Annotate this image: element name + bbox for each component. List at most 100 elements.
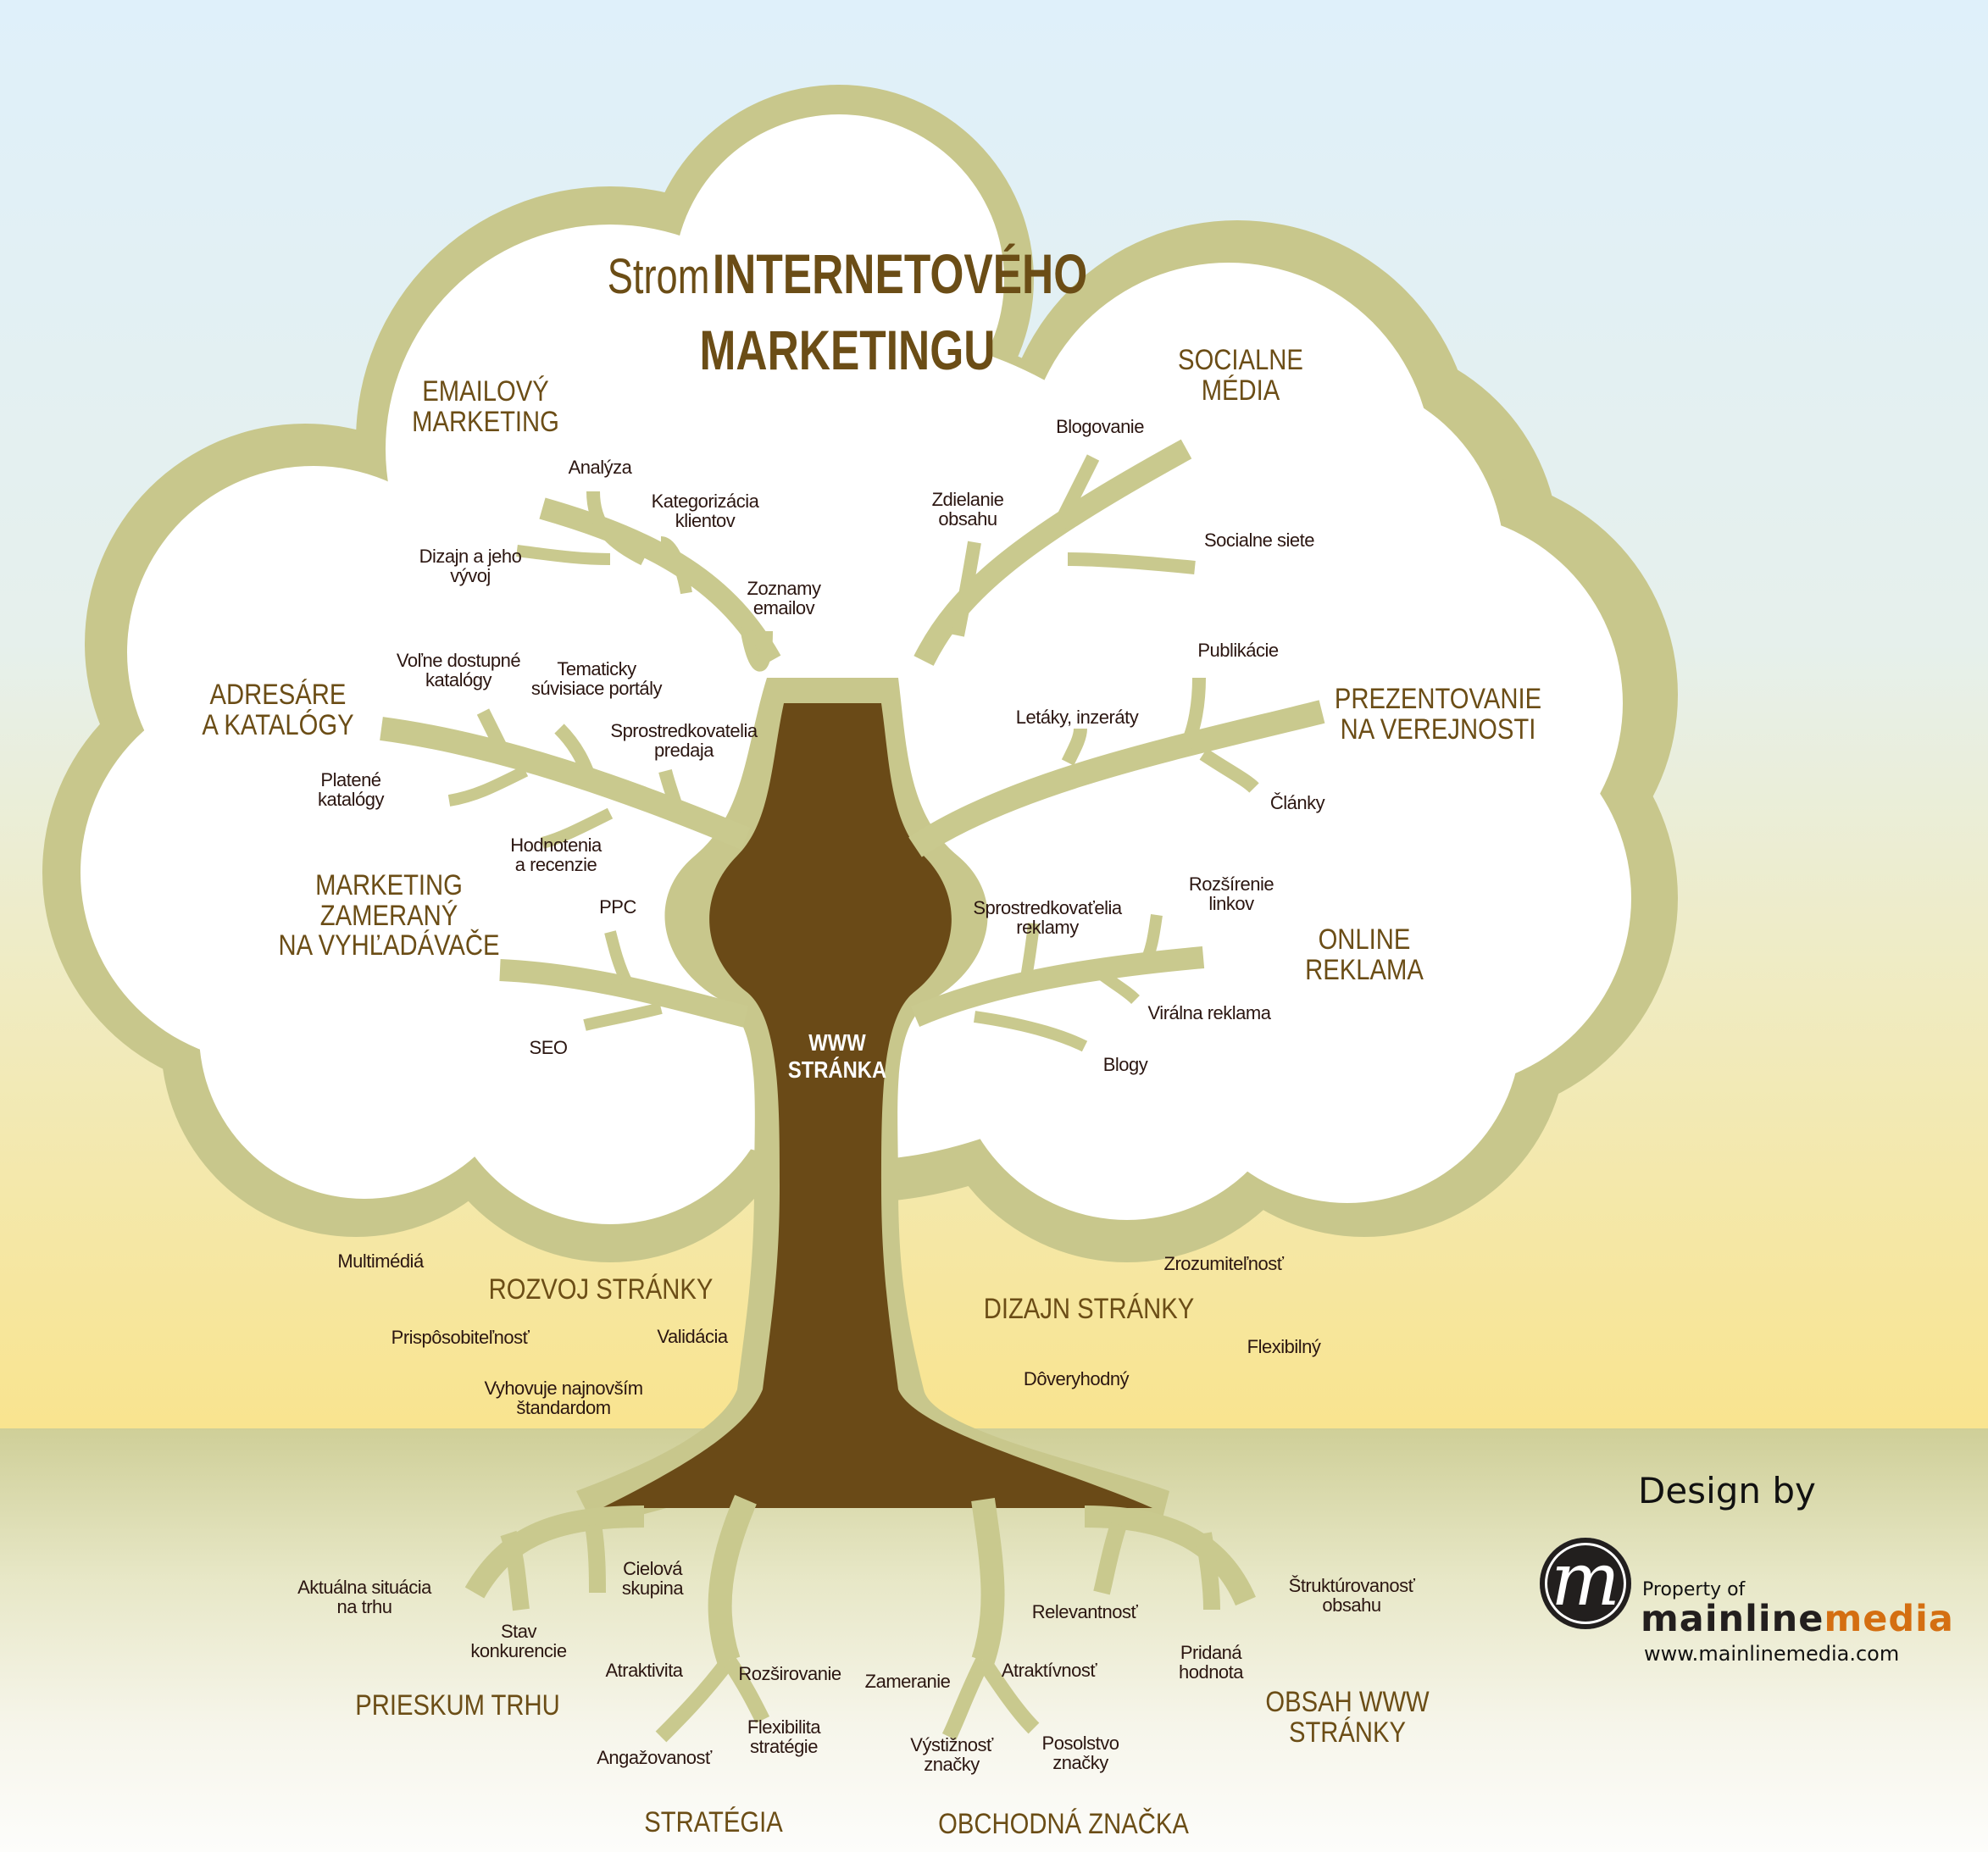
leaf-line: Flexibilita [747, 1716, 821, 1738]
branch-heading-adresare: ADRESÁRE A KATALÓGY [202, 679, 354, 741]
leaf-line: Zrozumiteľnosť [1163, 1253, 1284, 1274]
leaf-relevantnost: Relevantnosť [1032, 1602, 1138, 1622]
leaf-line: Rozšírenie [1188, 873, 1274, 895]
leaf-zameranie: Zameranie [865, 1672, 951, 1691]
trunk-label: WWW STRÁNKA [788, 1029, 886, 1084]
leaf-line: skupina [621, 1578, 684, 1600]
leaf-line: Dôveryhodný [1023, 1368, 1130, 1389]
leaf-line: Voľne dostupné [396, 650, 521, 671]
leaf-line: Sprostredkovaťelia [973, 897, 1122, 918]
leaf-doveryhodny: Dôveryhodný [1023, 1368, 1130, 1389]
branch-heading-online-reklama: ONLINE REKLAMA [1305, 923, 1424, 985]
leaf-analyza: Analýza [569, 457, 632, 477]
leaf-line: Platené [320, 769, 381, 790]
logo-letter: m [1551, 1538, 1620, 1622]
leaf-line: Rozširovanie [738, 1663, 841, 1684]
leaf-multimedia: Multimédiá [337, 1251, 424, 1271]
leaf-line: Výstižnosť [910, 1734, 993, 1755]
mainline-logo: m [1540, 1538, 1631, 1629]
leaf-line: katalógy [318, 789, 384, 811]
leaf-line: Stav [500, 1621, 537, 1642]
leaf-flexibilny: Flexibilný [1247, 1337, 1321, 1356]
leaf-line: Štruktúrovanosť [1288, 1575, 1415, 1596]
brand-part2: media [1824, 1598, 1954, 1640]
page-title: Strom INTERNETOVÉHO [608, 241, 1088, 306]
heading-line: SOCIALNE [1178, 344, 1303, 376]
leaf-line: štandardom [516, 1397, 611, 1419]
brand-name: mainlinemedia [1641, 1598, 1954, 1640]
leaf-line: značky [924, 1754, 980, 1776]
section-heading-rozvoj: ROZVOJ STRÁNKY [489, 1274, 714, 1306]
brand-url[interactable]: www.mainlinemedia.com [1644, 1642, 1900, 1666]
branch-heading-emailovy: EMAILOVÝ MARKETING [412, 375, 559, 437]
trunk-label-line2: STRÁNKA [787, 1056, 887, 1084]
leaf-line: Zoznamy [747, 578, 821, 599]
leaf-line: Analýza [568, 457, 632, 478]
leaf-line: linkov [1208, 893, 1254, 915]
heading-line: MÉDIA [1201, 374, 1280, 407]
leaf-line: a recenzie [514, 854, 597, 876]
leaf-clanky: Články [1269, 792, 1325, 813]
heading-line: STRATÉGIA [644, 1806, 783, 1838]
leaf-line: Blogy [1102, 1054, 1148, 1075]
brand-part1: mainline [1641, 1598, 1824, 1640]
leaf-line: predaja [654, 740, 714, 762]
root-heading-obsah-www: OBSAH WWW STRÁNKY [1265, 1687, 1429, 1749]
leaf-line: hodnota [1178, 1661, 1244, 1683]
leaf-line: Hodnotenia [510, 835, 602, 856]
leaf-publikacie: Publikácie [1197, 640, 1279, 660]
leaf-rozsirovanie: Rozširovanie [738, 1664, 841, 1683]
heading-line: DIZAJN STRÁNKY [983, 1293, 1195, 1325]
leaf-line: Flexibilný [1247, 1336, 1321, 1357]
heading-line: EMAILOVÝ [422, 375, 549, 408]
heading-line: MARKETING [315, 869, 463, 901]
leaf-line: Zameranie [864, 1671, 951, 1692]
title-bold-line1: INTERNETOVÉHO [712, 242, 1088, 305]
leaf-line: Články [1269, 792, 1325, 813]
leaf-blogovanie: Blogovanie [1056, 417, 1144, 436]
root-heading-prieskum: PRIESKUM TRHU [355, 1689, 560, 1722]
leaf-line: konkurencie [470, 1640, 567, 1662]
leaf-line: Letáky, inzeráty [1015, 707, 1139, 728]
canopy-fill [81, 114, 1631, 1224]
trunk-label-line1: WWW [808, 1029, 866, 1056]
leaf-angazovanost: Angažovanosť [597, 1748, 712, 1767]
leaf-line: SEO [529, 1037, 568, 1058]
leaf-line: Validácia [657, 1326, 728, 1347]
heading-line: A KATALÓGY [202, 708, 354, 741]
leaf-viralna: Virálna reklama [1148, 1003, 1271, 1023]
heading-line: ZAMERANÝ [319, 899, 458, 932]
leaf-line: Tematicky [557, 658, 636, 679]
leaf-line: Cielová [623, 1558, 682, 1579]
leaf-ppc: PPC [599, 897, 636, 917]
heading-line: STRÁNKY [1288, 1716, 1407, 1749]
branch-heading-prezentovanie: PREZENTOVANIE NA VEREJNOSTI [1335, 684, 1541, 746]
root-heading-strategia: STRATÉGIA [644, 1806, 783, 1838]
leaf-line: značky [1052, 1752, 1108, 1774]
heading-line: PRIESKUM TRHU [355, 1689, 560, 1722]
leaf-line: na trhu [336, 1596, 392, 1618]
leaf-atraktivita: Atraktivita [605, 1661, 683, 1680]
leaf-line: Atraktívnosť [1001, 1660, 1097, 1681]
leaf-line: Relevantnosť [1031, 1601, 1138, 1622]
leaf-letaky: Letáky, inzeráty [1015, 707, 1139, 728]
leaf-line: Virálna reklama [1147, 1002, 1271, 1023]
heading-line: ONLINE [1318, 923, 1411, 956]
heading-line: NA VEREJNOSTI [1340, 713, 1536, 746]
